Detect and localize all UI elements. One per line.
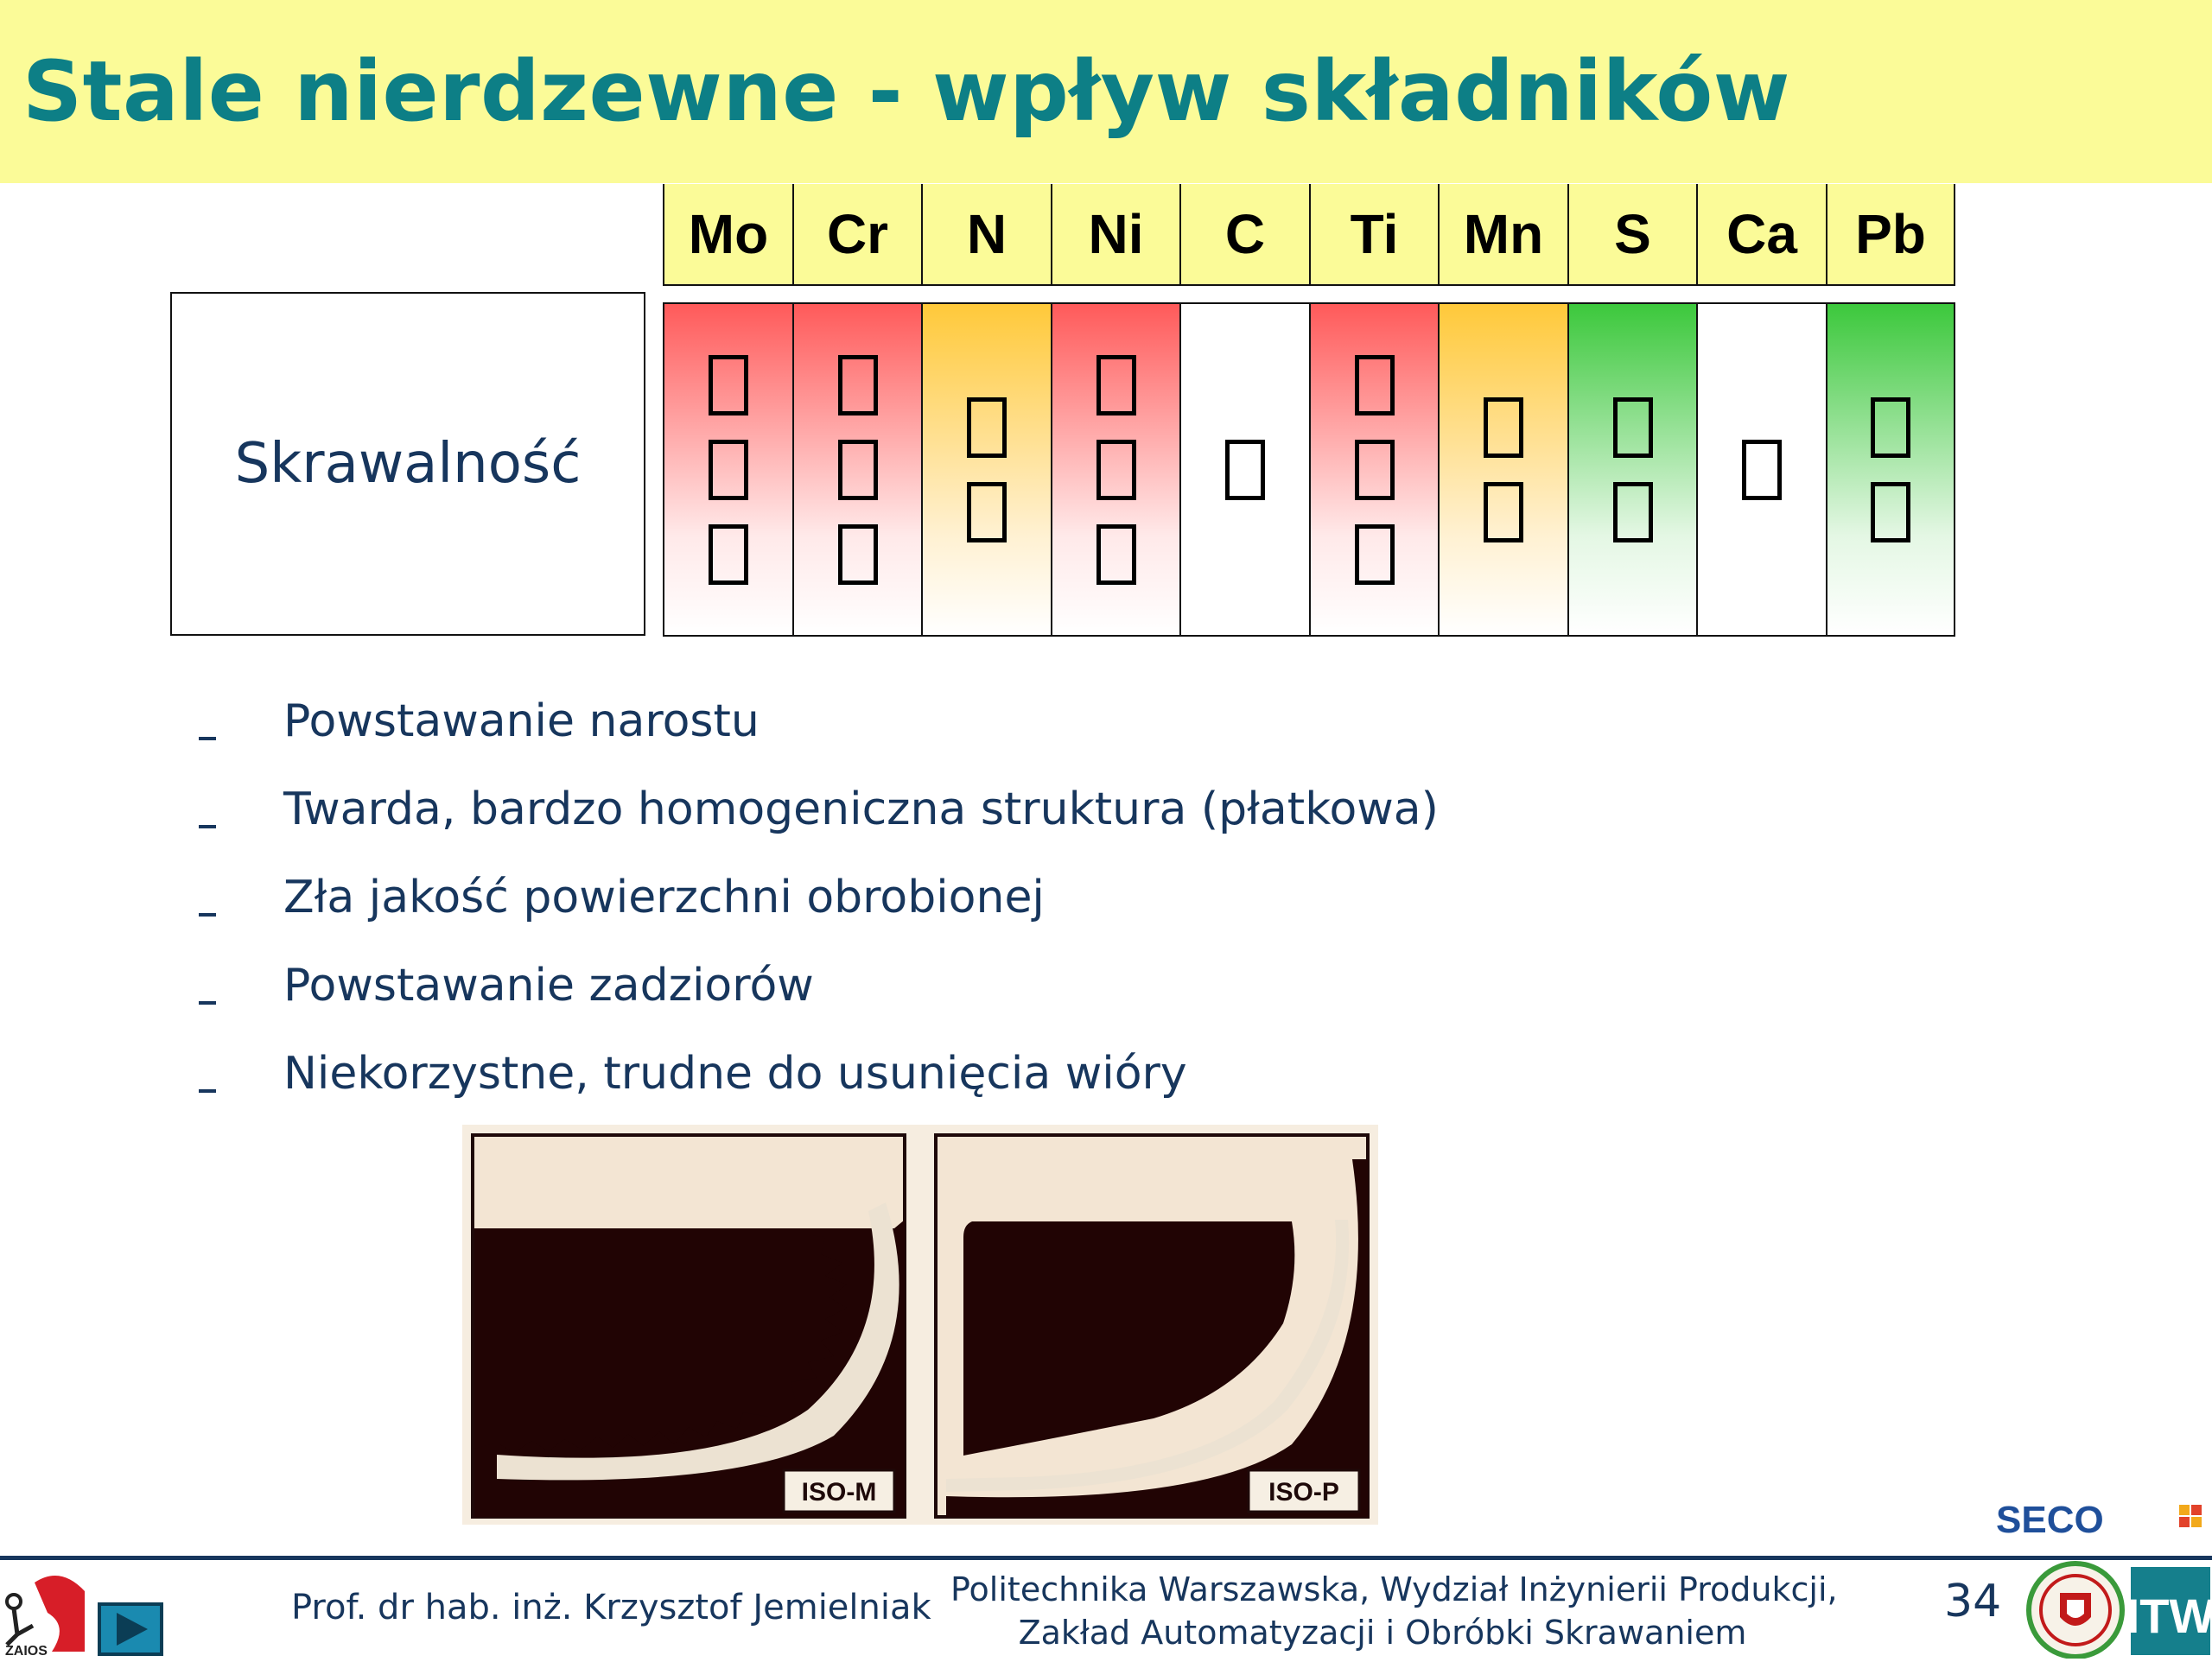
row-label-text: Skrawalność [234,432,582,496]
arrow-up-icon [1612,396,1653,458]
effect-cell-n [921,302,1051,637]
element-header-ni: Ni [1051,184,1179,286]
arrow-down-icon [709,439,748,500]
element-header-mn: Mn [1438,184,1567,286]
element-header-ti: Ti [1309,184,1438,286]
seco-logo: SECO [1996,1499,2209,1541]
institution-name: Politechnika Warszawska, Wydział Inżynie… [950,1568,1838,1654]
arrow-down-icon [1096,523,1136,585]
element-header-n: N [921,184,1051,286]
arrow-down-icon [1354,354,1395,416]
arrow-down-icon [1354,523,1395,585]
dash-icon [199,1089,216,1093]
iso-m-panel: ISO-M [471,1133,906,1519]
svg-text:SECO: SECO [1996,1500,2104,1539]
effect-cell-s [1567,302,1696,637]
chip-micrograph-image: ISO-M ISO-P [462,1125,1378,1525]
iso-m-label: ISO-M [802,1478,877,1507]
dash-icon [199,913,216,917]
dash-icon [199,1001,216,1005]
effect-cell-ni [1051,302,1179,637]
play-button[interactable] [98,1602,163,1656]
svg-text:ITW: ITW [2126,1589,2212,1643]
element-header-mo: Mo [663,184,792,286]
arrow-down-icon [967,481,1007,542]
university-crest-logo: ITW [2022,1560,2212,1659]
arrow-down-icon [709,523,748,585]
dash-icon [199,737,216,740]
slide-title: Stale nierdzewne - wpływ składników [22,43,1790,140]
arrow-down-icon [837,523,878,585]
effect-cell-ca [1696,302,1826,637]
page-number: 34 [1944,1576,2002,1627]
arrow-down-icon [709,354,748,416]
footer-divider [0,1556,2212,1560]
arrow-down-icon [1354,439,1395,500]
author-name: Prof. dr hab. inż. Krzysztof Jemielniak [291,1588,931,1627]
effect-cell-c [1179,302,1309,637]
effect-cell-mn [1438,302,1567,637]
iso-p-panel: ISO-P [934,1133,1370,1519]
zaios-logo: ZAIOS [0,1565,88,1659]
arrow-down-icon [837,354,878,416]
arrow-down-icon [1096,354,1136,416]
element-header-cr: Cr [792,184,921,286]
arrow-up-icon [1871,396,1910,458]
iso-p-label: ISO-P [1268,1478,1339,1507]
arrow-down-icon [837,439,878,500]
element-header-ca: Ca [1696,184,1826,286]
effect-cell-pb [1826,302,1955,637]
element-header-pb: Pb [1826,184,1955,286]
effect-cell-cr [792,302,921,637]
arrow-down-icon [967,396,1007,458]
arrow-up-icon [1612,481,1653,542]
arrow-down-icon [1484,396,1523,458]
row-label-skrawalnosc: Skrawalność [170,292,645,636]
element-header-c: C [1179,184,1309,286]
arrow-neutral-icon [1225,439,1265,500]
element-header-s: S [1567,184,1696,286]
arrow-down-icon [1484,481,1523,542]
svg-text:ZAIOS: ZAIOS [5,1644,48,1659]
effect-cell-mo [663,302,792,637]
institution-line-1: Politechnika Warszawska, Wydział Inżynie… [950,1570,1838,1608]
arrow-down-icon [1096,439,1136,500]
institution-line-2: Zakład Automatyzacji i Obróbki Skrawanie… [1018,1614,1747,1652]
effect-cell-ti [1309,302,1438,637]
dash-icon [199,825,216,828]
arrow-up-icon [1871,481,1910,542]
play-icon [98,1602,163,1656]
arrow-neutral-icon [1742,439,1782,500]
title-bar: Stale nierdzewne - wpływ składników [0,0,2212,183]
